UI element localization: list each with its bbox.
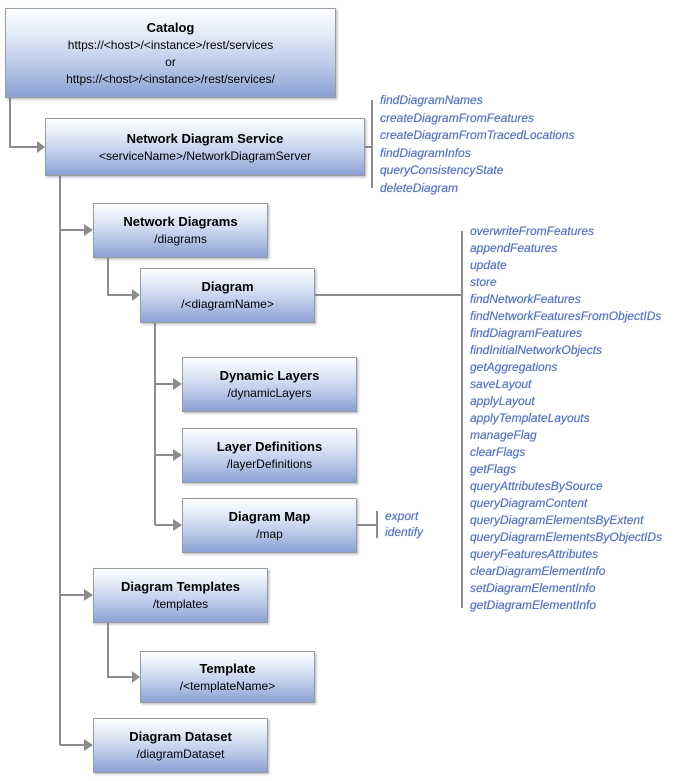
diagram-operation: queryDiagramElementsByExtent <box>470 513 644 527</box>
arrowhead-network-diagrams <box>84 224 93 236</box>
diagram-operation: getFlags <box>470 462 517 476</box>
diagram-map-operation: identify <box>385 525 424 539</box>
diagram-dataset-path: /diagramDataset <box>136 747 225 761</box>
catalog-box: Catalog https://<host>/<instance>/rest/s… <box>5 8 336 98</box>
diagram-operation: setDiagramElementInfo <box>470 581 596 595</box>
layer-definitions-title: Layer Definitions <box>216 439 323 454</box>
diagram-map-title: Diagram Map <box>228 509 311 524</box>
diagram-operation: applyTemplateLayouts <box>470 411 590 425</box>
diagram-operation: queryDiagramElementsByObjectIDs <box>470 530 663 544</box>
diagram-map-operations-list: export identify <box>385 508 423 540</box>
service-operation: createDiagramFromTracedLocations <box>380 128 575 142</box>
connector-catalog-to-service <box>9 98 37 148</box>
arrowhead-diagram-map <box>173 519 182 531</box>
catalog-or-label: or <box>165 54 176 69</box>
diagram-map-box: Diagram Map /map <box>182 498 357 553</box>
bracket-service-operations <box>365 100 373 188</box>
diagram-operation: findDiagramFeatures <box>470 326 583 340</box>
arrowhead-layer-definitions <box>173 449 182 461</box>
diagram-map-path: /map <box>256 527 283 541</box>
diagram-operation: getAggregations <box>470 360 558 374</box>
diagram-templates-box: Diagram Templates /templates <box>93 568 268 623</box>
diagram-operation: findInitialNetworkObjects <box>470 343 603 357</box>
template-path: /<templateName> <box>179 678 276 693</box>
diagram-operation: saveLayout <box>470 377 532 391</box>
diagram-operation: appendFeatures <box>470 241 558 255</box>
dynamic-layers-title: Dynamic Layers <box>219 368 320 383</box>
diagram-operation: clearFlags <box>470 445 526 459</box>
service-operation: queryConsistencyState <box>380 163 504 177</box>
dynamic-layers-box: Dynamic Layers /dynamicLayers <box>182 357 357 412</box>
arrowhead-template <box>132 671 140 683</box>
diagram-operation: getDiagramElementInfo <box>470 598 597 612</box>
arrowhead-service <box>37 141 45 153</box>
service-operation: findDiagramInfos <box>380 145 471 160</box>
network-diagram-service-box: Network Diagram Service <serviceName>/Ne… <box>45 118 365 176</box>
catalog-url-2: https://<host>/<instance>/rest/services/ <box>66 71 275 86</box>
arrowhead-diagram <box>132 289 140 301</box>
layer-definitions-path: /layerDefinitions <box>226 457 313 471</box>
dynamic-layers-path: /dynamicLayers <box>227 386 312 400</box>
diagram-dataset-title: Diagram Dataset <box>129 729 232 744</box>
diagram-operation: queryFeaturesAttributes <box>470 547 599 561</box>
service-operation: deleteDiagram <box>380 180 459 195</box>
diagram-templates-path: /templates <box>152 597 209 611</box>
connector-diagrams-to-diagram <box>107 258 132 296</box>
diagram-operation: manageFlag <box>470 428 537 442</box>
network-diagrams-path: /diagrams <box>154 232 207 246</box>
catalog-title: Catalog <box>146 19 195 35</box>
diagram-operation: queryDiagramContent <box>470 496 588 510</box>
diagram-title: Diagram <box>201 279 254 294</box>
diagram-operation: applyLayout <box>470 394 535 408</box>
arrowhead-diagram-dataset <box>84 739 93 751</box>
diagram-box: Diagram /<diagramName> <box>140 268 315 323</box>
network-diagram-service-title: Network Diagram Service <box>126 130 284 146</box>
service-operations-list: findDiagramNames createDiagramFromFeature… <box>380 92 575 197</box>
diagram-operation: overwriteFromFeatures <box>470 224 595 238</box>
catalog-url-1: https://<host>/<instance>/rest/services <box>67 37 274 52</box>
diagram-operation: store <box>470 275 497 289</box>
network-diagram-service-path: <serviceName>/NetworkDiagramServer <box>98 148 312 163</box>
service-operation: findDiagramNames <box>380 93 483 107</box>
arrowhead-dynamic-layers <box>173 378 182 390</box>
diagram-operation: clearDiagramElementInfo <box>470 564 606 578</box>
diagram-dataset-box: Diagram Dataset /diagramDataset <box>93 718 268 773</box>
network-diagrams-title: Network Diagrams <box>123 214 238 229</box>
arrowhead-diagram-templates <box>84 589 93 601</box>
diagram-operation: queryAttributesBySource <box>470 479 603 493</box>
layer-definitions-box: Layer Definitions /layerDefinitions <box>182 428 357 483</box>
template-box: Template /<templateName> <box>140 651 315 703</box>
template-title: Template <box>199 660 256 676</box>
bracket-map-operations <box>357 511 378 538</box>
diagram-map-operation: export <box>385 509 419 523</box>
connector-templates-to-template <box>107 623 132 678</box>
diagram-operations-list: overwriteFromFeatures appendFeatures updat… <box>470 223 662 614</box>
diagram-operation: findNetworkFeaturesFromObjectIDs <box>470 309 662 323</box>
network-diagrams-box: Network Diagrams /diagrams <box>93 203 268 258</box>
service-operation: createDiagramFromFeatures <box>380 110 535 125</box>
diagram-templates-title: Diagram Templates <box>121 579 240 594</box>
diagram-operation: findNetworkFeatures <box>470 292 581 306</box>
diagram-operation: update <box>470 258 507 272</box>
diagram-path: /<diagramName> <box>181 297 274 311</box>
